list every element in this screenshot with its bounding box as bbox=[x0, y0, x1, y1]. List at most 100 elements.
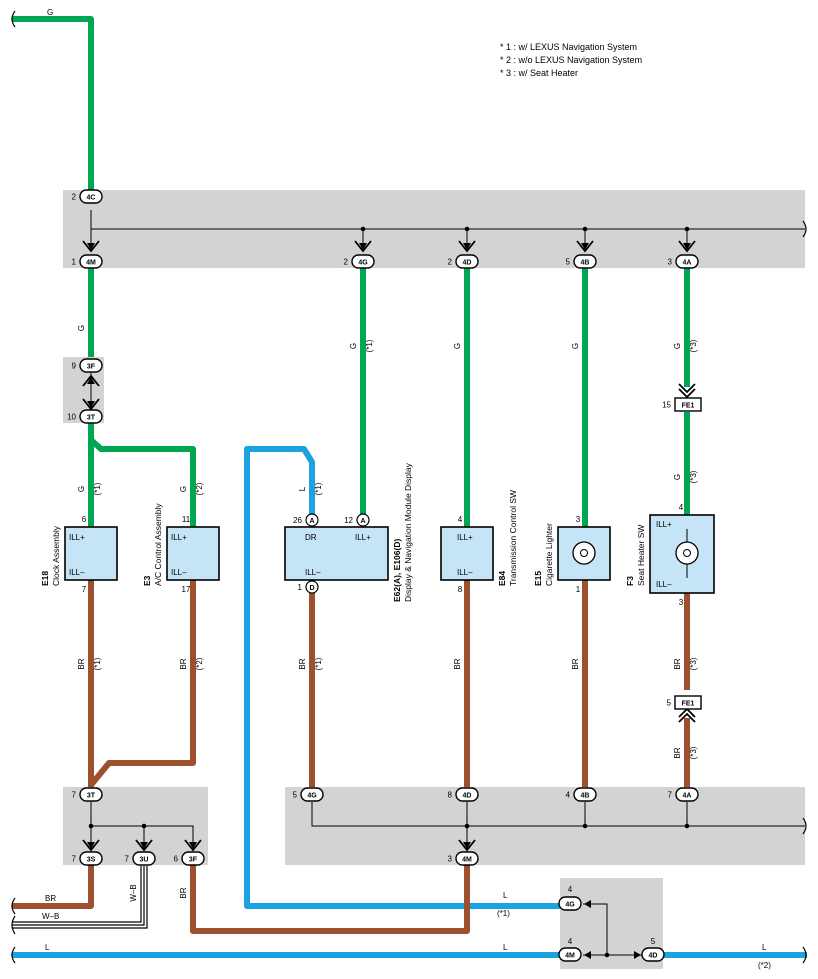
connector-4b-bottom: 4B 4 bbox=[566, 787, 597, 802]
svg-text:4: 4 bbox=[568, 885, 573, 894]
component-e84-transmission-control-sw: ILL+ ILL– 4 8 E84 Transmission Control S… bbox=[440, 490, 518, 594]
svg-text:Clock Assembly: Clock Assembly bbox=[51, 525, 61, 586]
svg-text:FE1: FE1 bbox=[682, 701, 695, 708]
svg-text:4G: 4G bbox=[565, 902, 575, 909]
wire-br-3f-4m bbox=[190, 865, 470, 934]
svg-text:ILL+: ILL+ bbox=[355, 533, 371, 542]
svg-text:(*1): (*1) bbox=[314, 482, 323, 495]
connector-4a-bottom: 4A 7 bbox=[668, 787, 699, 802]
connector-4g-bottom: 4G 5 bbox=[293, 787, 324, 802]
connector-4m-top: 4M 1 bbox=[72, 254, 103, 269]
svg-text:ILL+: ILL+ bbox=[457, 533, 473, 542]
connector-4g-lower: 4G 4 bbox=[558, 885, 582, 911]
wire-br-e3 bbox=[88, 580, 196, 787]
svg-text:9: 9 bbox=[72, 362, 77, 371]
svg-text:FE1: FE1 bbox=[682, 403, 695, 410]
component-f3-seat-heater-sw: ILL+ ILL– 4 3 F3 Seat Heater SW bbox=[625, 503, 715, 607]
svg-text:Cigarette Lighter: Cigarette Lighter bbox=[544, 523, 554, 586]
svg-text:L: L bbox=[762, 943, 767, 952]
svg-text:7: 7 bbox=[668, 791, 673, 800]
svg-text:F3: F3 bbox=[625, 576, 635, 586]
wire-l-dr bbox=[244, 446, 560, 909]
bus-bottom bbox=[311, 802, 805, 827]
svg-text:A: A bbox=[309, 518, 314, 525]
svg-text:(*2): (*2) bbox=[195, 657, 204, 670]
svg-text:ILL–: ILL– bbox=[457, 568, 473, 577]
svg-text:4M: 4M bbox=[86, 260, 96, 267]
wire-labels: G G G (*1) G (*2) G (*1) G G G (*3) L (*… bbox=[42, 8, 771, 970]
svg-text:7: 7 bbox=[125, 855, 130, 864]
svg-text:4D: 4D bbox=[649, 953, 658, 960]
component-e15-cigarette-lighter: 3 1 E15 Cigarette Lighter bbox=[533, 515, 611, 594]
svg-text:ILL+: ILL+ bbox=[69, 533, 85, 542]
svg-text:G: G bbox=[673, 343, 682, 349]
arrows bbox=[87, 243, 691, 959]
svg-text:BR: BR bbox=[571, 658, 580, 669]
svg-text:E3: E3 bbox=[142, 575, 152, 586]
svg-text:BR: BR bbox=[673, 747, 682, 758]
svg-text:E18: E18 bbox=[40, 571, 50, 586]
svg-text:BR: BR bbox=[673, 658, 682, 669]
component-e18-clock-assembly: ILL+ ILL– 6 7 E18 Clock Assembly bbox=[40, 515, 118, 594]
svg-text:1: 1 bbox=[72, 258, 77, 267]
svg-text:3: 3 bbox=[668, 258, 673, 267]
svg-text:3T: 3T bbox=[87, 793, 96, 800]
svg-text:(*3): (*3) bbox=[689, 339, 698, 352]
svg-text:BR: BR bbox=[77, 658, 86, 669]
svg-text:3U: 3U bbox=[140, 857, 149, 864]
svg-text:4: 4 bbox=[568, 937, 573, 946]
svg-text:4G: 4G bbox=[358, 260, 368, 267]
connector-3f-bottom: 3F 6 bbox=[174, 851, 205, 866]
svg-text:6: 6 bbox=[174, 855, 179, 864]
connector-fe1-top: FE1 15 bbox=[662, 397, 702, 412]
svg-text:A/C Control Assembly: A/C Control Assembly bbox=[153, 503, 163, 586]
connector-4m-lower: 4M 4 bbox=[558, 937, 582, 962]
svg-text:2: 2 bbox=[448, 258, 453, 267]
wire-g-input bbox=[12, 16, 94, 190]
svg-text:4: 4 bbox=[566, 791, 571, 800]
svg-text:G: G bbox=[77, 325, 86, 331]
connector-4m-bottom: 4M 3 bbox=[448, 851, 479, 866]
svg-text:3: 3 bbox=[576, 515, 581, 524]
connector-4a-top: 4A 3 bbox=[668, 254, 699, 269]
svg-text:E84: E84 bbox=[497, 571, 507, 586]
svg-text:7: 7 bbox=[72, 855, 77, 864]
svg-text:(*3): (*3) bbox=[689, 746, 698, 759]
svg-text:(*1): (*1) bbox=[93, 657, 102, 670]
svg-text:Display & Navigation Module Di: Display & Navigation Module Display bbox=[403, 462, 413, 602]
lighter-element-icon bbox=[572, 541, 596, 565]
svg-text:8: 8 bbox=[448, 791, 453, 800]
svg-text:1: 1 bbox=[576, 585, 581, 594]
chevrons bbox=[82, 240, 696, 852]
wire-wb bbox=[12, 866, 148, 929]
svg-text:(*1): (*1) bbox=[497, 909, 510, 918]
wire-br-3s-out bbox=[12, 865, 94, 909]
svg-text:DR: DR bbox=[305, 533, 317, 542]
svg-text:(*3): (*3) bbox=[689, 470, 698, 483]
svg-text:BR: BR bbox=[179, 658, 188, 669]
svg-text:L: L bbox=[298, 486, 307, 491]
connector-4d-lower: 4D 5 bbox=[641, 937, 665, 962]
svg-text:D: D bbox=[309, 585, 314, 592]
connector-pills: 4C 2 4M 1 4G 2 4D 2 4B 5 4A 3 bbox=[67, 189, 702, 962]
svg-text:BR: BR bbox=[453, 658, 462, 669]
connector-fe1-bottom: FE1 5 bbox=[667, 695, 702, 710]
wire-g-to-e3 bbox=[88, 437, 196, 527]
svg-text:ILL–: ILL– bbox=[656, 580, 672, 589]
svg-text:4G: 4G bbox=[307, 793, 317, 800]
svg-text:(*1): (*1) bbox=[93, 482, 102, 495]
note-1: * 1 : w/ LEXUS Navigation System bbox=[500, 42, 637, 52]
svg-text:3T: 3T bbox=[87, 415, 96, 422]
connector-4c-top: 4C 2 bbox=[72, 189, 103, 204]
svg-text:4B: 4B bbox=[581, 793, 590, 800]
svg-text:3: 3 bbox=[679, 598, 684, 607]
connector-3s-bottom: 3S 7 bbox=[72, 851, 103, 866]
connector-3f-mid: 3F 9 bbox=[72, 358, 103, 373]
svg-text:4M: 4M bbox=[565, 953, 575, 960]
svg-text:5: 5 bbox=[667, 699, 672, 708]
svg-text:3S: 3S bbox=[87, 857, 96, 864]
svg-text:G: G bbox=[453, 343, 462, 349]
svg-text:5: 5 bbox=[566, 258, 571, 267]
connector-3t-bottom: 3T 7 bbox=[72, 787, 103, 802]
svg-text:W–B: W–B bbox=[129, 884, 138, 901]
